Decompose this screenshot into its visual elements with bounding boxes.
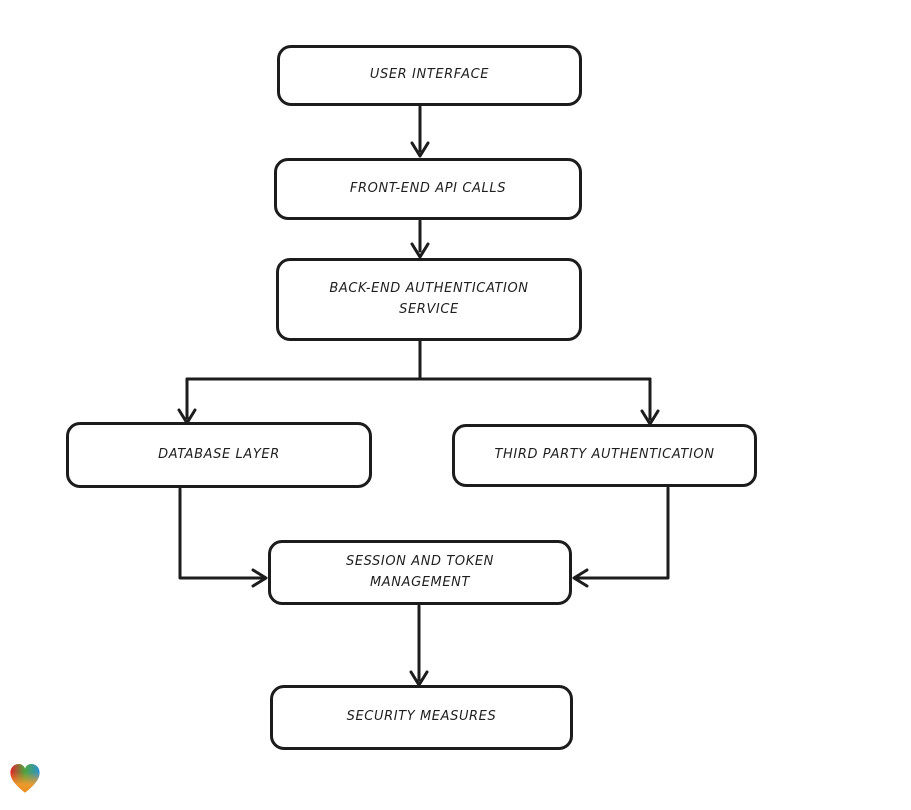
edge-user-interface-to-front-end-api-calls: [410, 105, 430, 158]
node-database-layer[interactable]: DATABASE LAYER: [66, 422, 372, 488]
node-database-layer-label: DATABASE LAYER: [158, 446, 280, 462]
node-back-end-authentication-service-label: BACK-END AUTHENTICATION SERVICE: [329, 281, 529, 317]
edge-third-party-authentication-to-session-and-token-management: [572, 486, 670, 588]
node-back-end-authentication-service[interactable]: BACK-END AUTHENTICATION SERVICE: [276, 258, 582, 341]
node-user-interface-label: USER INTERFACE: [369, 67, 490, 83]
edge-back-end-authentication-service-to-third-party-authentication: [640, 377, 660, 426]
node-session-and-token-management[interactable]: SESSION AND TOKEN MANAGEMENT: [268, 540, 572, 605]
heart-logo[interactable]: [8, 761, 42, 797]
node-session-and-token-management-label: SESSION AND TOKEN MANAGEMENT: [345, 554, 495, 590]
node-third-party-authentication[interactable]: THIRD PARTY AUTHENTICATION: [452, 424, 757, 487]
node-user-interface[interactable]: USER INTERFACE: [277, 45, 582, 106]
node-front-end-api-calls-label: FRONT-END API CALLS: [349, 180, 507, 196]
edge-session-and-token-management-to-security-measures: [409, 604, 429, 687]
node-security-measures[interactable]: SECURITY MEASURES: [270, 685, 573, 750]
node-third-party-authentication-label: THIRD PARTY AUTHENTICATION: [494, 447, 715, 463]
edge-database-layer-to-session-and-token-management: [178, 487, 268, 588]
edge-back-end-authentication-service-to-database-layer: [177, 339, 652, 425]
node-front-end-api-calls[interactable]: FRONT-END API CALLS: [274, 158, 582, 220]
edge-front-end-api-calls-to-back-end-authentication-service: [410, 219, 430, 259]
node-security-measures-label: SECURITY MEASURES: [346, 709, 497, 725]
